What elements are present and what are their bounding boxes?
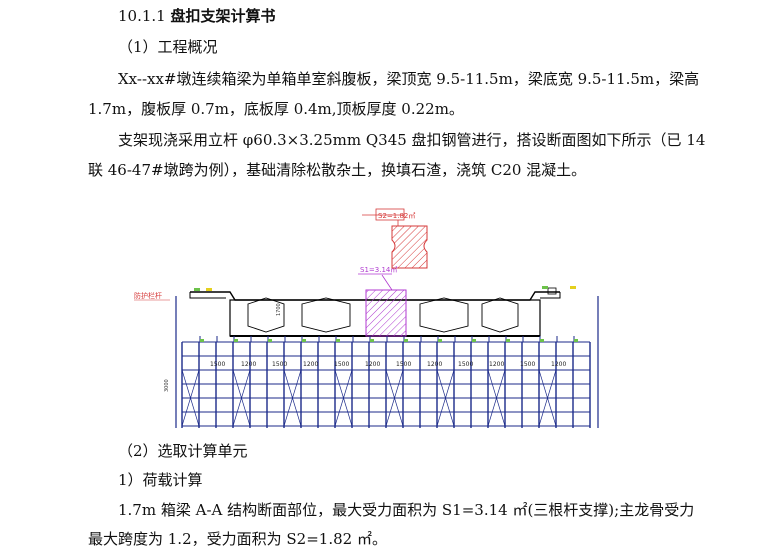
subheading-calc-unit: （2）选取计算单元 [118,442,248,460]
top-bracket-marks [194,286,576,291]
s2-callout: S2=1.82㎡ [362,208,415,226]
guardrail-label: 防护栏杆 [134,291,162,300]
paragraph-3-line-2: 最大跨度为 1.2，受力面积为 S2=1.82 ㎡。 [88,530,387,548]
spacing-label: 1200 [427,361,442,368]
subheading-project-overview: （1）工程概况 [118,38,218,56]
s2-label: S2=1.82㎡ [378,212,415,220]
spacing-dimension-row: 1500 1200 1500 1200 1500 1200 1500 1200 1500 1200… [210,361,566,368]
paragraph-1-line-2: 1.7m，腹板厚 0.7m，底板厚 0.4m,顶板厚度 0.22m。 [88,100,464,118]
s2-hatched-area [391,225,428,269]
spacing-label: 1200 [551,361,566,368]
spacing-label: 1200 [303,361,318,368]
spacing-label: 1500 [520,361,535,368]
paragraph-1-line-1: Xx--xx#墩连续箱梁为单箱单室斜腹板，梁顶宽 9.5-11.5m，梁底宽 9… [118,70,700,88]
section-title: 盘扣支架计算书 [170,7,276,25]
spacing-label: 1500 [272,361,287,368]
height-1700-label: 1700 [276,303,282,316]
scaffold-frame [175,296,599,428]
spacing-label: 1200 [241,361,256,368]
spacing-label: 1500 [210,361,225,368]
paragraph-3-line-1: 1.7m 箱梁 A-A 结构断面部位，最大受力面积为 S1=3.14 ㎡(三根杆… [118,501,695,519]
spacing-label: 1200 [489,361,504,368]
spacing-label: 1200 [365,361,380,368]
section-heading: 10.1.1 盘扣支架计算书 [118,6,276,26]
section-number: 10.1.1 [118,7,166,25]
spacing-label: 1500 [334,361,349,368]
paragraph-2-line-1: 支架现浇采用立杆 φ60.3×3.25mm Q345 盘扣钢管进行，搭设断面图如… [118,131,706,149]
spacing-label: 1500 [396,361,411,368]
s1-label: S1=3.14㎡ [360,266,397,274]
paragraph-2-line-2: 联 46-47#墩跨为例），基础清除松散杂土，换填石渣，浇筑 C20 混凝土。 [88,161,587,179]
height-3000-label: 3000 [164,379,170,392]
subheading-load-calc: 1）荷载计算 [118,471,203,489]
spacing-label: 1500 [458,361,473,368]
s1-hatched-area [365,289,407,337]
s1-callout: S1=3.14㎡ [358,266,397,291]
